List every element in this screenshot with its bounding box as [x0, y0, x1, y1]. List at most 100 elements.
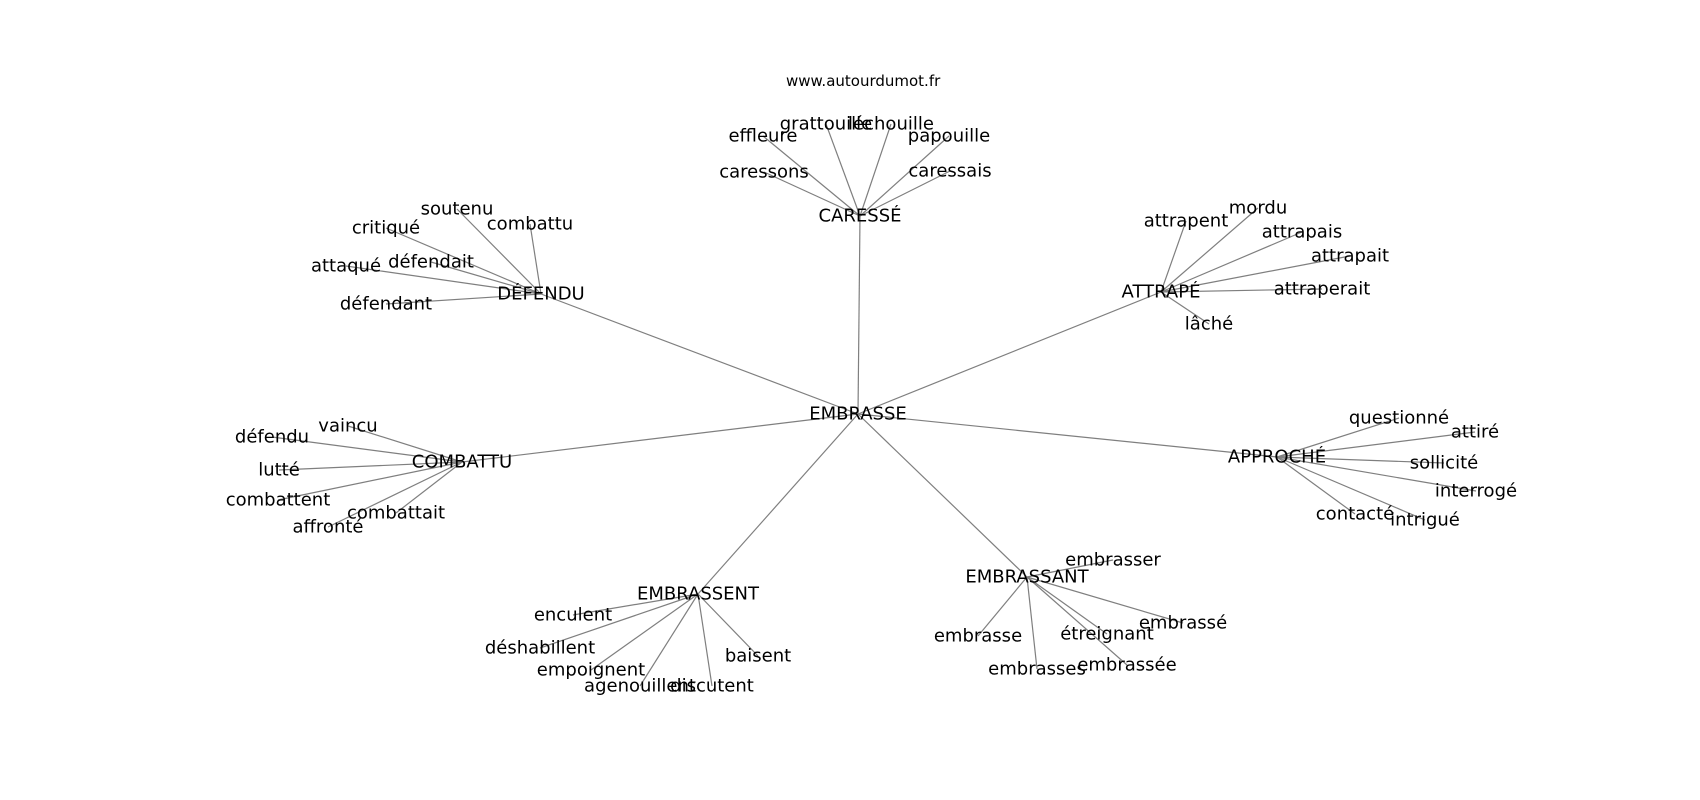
hub-leaf-edge [278, 461, 463, 471]
leaf-node-label: critiqué [352, 218, 420, 239]
hub-node-label: DÉFENDU [497, 283, 584, 305]
center-hub-edge [697, 413, 859, 595]
leaf-node-label: soutenu [421, 199, 494, 220]
hub-leaf-edge [1160, 220, 1187, 293]
hub-leaf-edge [1276, 456, 1445, 464]
hub-leaf-edge [639, 593, 699, 687]
leaf-node-label: vaincu [318, 416, 377, 437]
leaf-node-label: embrasse [934, 626, 1022, 647]
leaf-node-label: embrassée [1077, 655, 1176, 676]
hub-leaf-edge [1026, 576, 1108, 635]
hub-leaf-edge [825, 123, 861, 217]
hub-leaf-edge [1160, 291, 1210, 325]
leaf-node-label: agenouillent [584, 676, 696, 697]
center-hub-edge [857, 291, 1162, 415]
leaf-node-label: étreignant [1060, 624, 1154, 645]
hub-leaf-edge [763, 171, 861, 217]
center-hub-edge [540, 293, 859, 415]
hub-leaf-edge [395, 461, 463, 514]
leaf-node-label: enculent [534, 605, 612, 626]
leaf-node-label: attrapais [1262, 222, 1342, 243]
leaf-node-label: caressais [908, 161, 991, 182]
leaf-node-label: papouille [908, 126, 990, 147]
leaf-node-label: embrasses [988, 659, 1086, 680]
leaf-node-label: combattu [487, 214, 573, 235]
leaf-node-label: embrasser [1065, 550, 1161, 571]
leaf-node-label: attiré [1451, 422, 1499, 443]
hub-leaf-edge [1276, 456, 1426, 521]
leaf-node-label: défendu [235, 427, 309, 448]
hub-leaf-edge [347, 425, 463, 463]
center-hub-edge [857, 413, 1028, 578]
leaf-node-label: attrapait [1311, 246, 1389, 267]
hub-leaf-edge [697, 593, 759, 657]
hub-leaf-edge [277, 461, 463, 501]
hub-leaf-edge [1276, 456, 1477, 492]
leaf-node-label: attaqué [311, 256, 381, 277]
center-hub-edge [461, 413, 859, 463]
hub-leaf-edge [539, 593, 699, 649]
leaf-node-label: grattouille [780, 114, 872, 135]
leaf-node-label: combattent [226, 490, 331, 511]
hub-leaf-edge [1026, 576, 1128, 666]
leaf-node-label: combattait [347, 503, 445, 524]
leaf-node-label: interrogé [1435, 481, 1517, 502]
center-hub-edge [857, 413, 1278, 458]
hub-leaf-edge [1160, 288, 1323, 293]
leaf-node-label: défendant [340, 294, 432, 315]
hub-node-label: ATTRAPÉ [1122, 281, 1201, 303]
hub-leaf-edge [859, 123, 892, 217]
hub-leaf-edge [1276, 431, 1476, 458]
leaf-node-label: attrapent [1144, 211, 1229, 232]
hub-leaf-edge [1160, 255, 1351, 293]
leaf-node-label: défendait [388, 252, 474, 273]
center-hub-edge [857, 215, 861, 415]
hub-leaf-edge [572, 593, 699, 616]
hub-leaf-edge [697, 593, 713, 687]
hub-leaf-edge [590, 593, 699, 671]
hub-leaf-edge [1160, 231, 1303, 293]
hub-node-label: EMBRASSANT [965, 567, 1089, 588]
leaf-node-label: lâché [1185, 314, 1233, 335]
leaf-node-label: attraperait [1274, 279, 1371, 300]
leaf-node-label: discutent [670, 676, 754, 697]
hub-leaf-edge [977, 576, 1028, 637]
center-node-label: EMBRASSE [809, 404, 907, 425]
hub-leaf-edge [1160, 207, 1259, 293]
hub-leaf-edge [762, 135, 861, 217]
hub-node-label: APPROCHÉ [1228, 446, 1326, 468]
hub-leaf-edge [859, 170, 951, 217]
leaf-node-label: questionné [1349, 408, 1449, 429]
leaf-node-label: baisent [725, 646, 791, 667]
leaf-node-label: affronté [293, 517, 364, 538]
leaf-node-label: contacté [1316, 504, 1394, 525]
hub-leaf-edge [456, 208, 542, 295]
leaf-node-label: déshabillent [485, 638, 595, 659]
hub-leaf-edge [1276, 417, 1400, 458]
leaf-node-label: léchouille [848, 114, 934, 135]
leaf-node-label: effleure [728, 126, 797, 147]
hub-leaf-edge [271, 436, 463, 463]
leaf-node-label: mordu [1229, 198, 1287, 219]
hub-leaf-edge [385, 293, 542, 305]
hub-leaf-edge [327, 461, 463, 528]
leaf-node-label: sollicité [1410, 453, 1478, 474]
hub-node-label: COMBATTU [412, 452, 512, 473]
leaf-node-label: caressons [719, 162, 809, 183]
hub-leaf-edge [1026, 576, 1038, 670]
hub-leaf-edge [430, 261, 542, 295]
hub-leaf-edge [345, 265, 542, 295]
source-watermark: www.autourdumot.fr [786, 72, 941, 90]
hub-leaf-edge [529, 223, 542, 295]
leaf-node-label: embrassé [1139, 613, 1227, 634]
hub-leaf-edge [1026, 576, 1184, 624]
hub-leaf-edge [859, 135, 950, 217]
hub-node-label: EMBRASSENT [637, 584, 760, 605]
hub-node-label: CARESSÉ [819, 205, 902, 227]
leaf-node-label: lutté [258, 460, 300, 481]
leaf-node-label: intrigué [1390, 510, 1460, 531]
hub-leaf-edge [1026, 559, 1114, 578]
hub-leaf-edge [1276, 456, 1356, 515]
leaf-node-label: empoignent [537, 660, 645, 681]
